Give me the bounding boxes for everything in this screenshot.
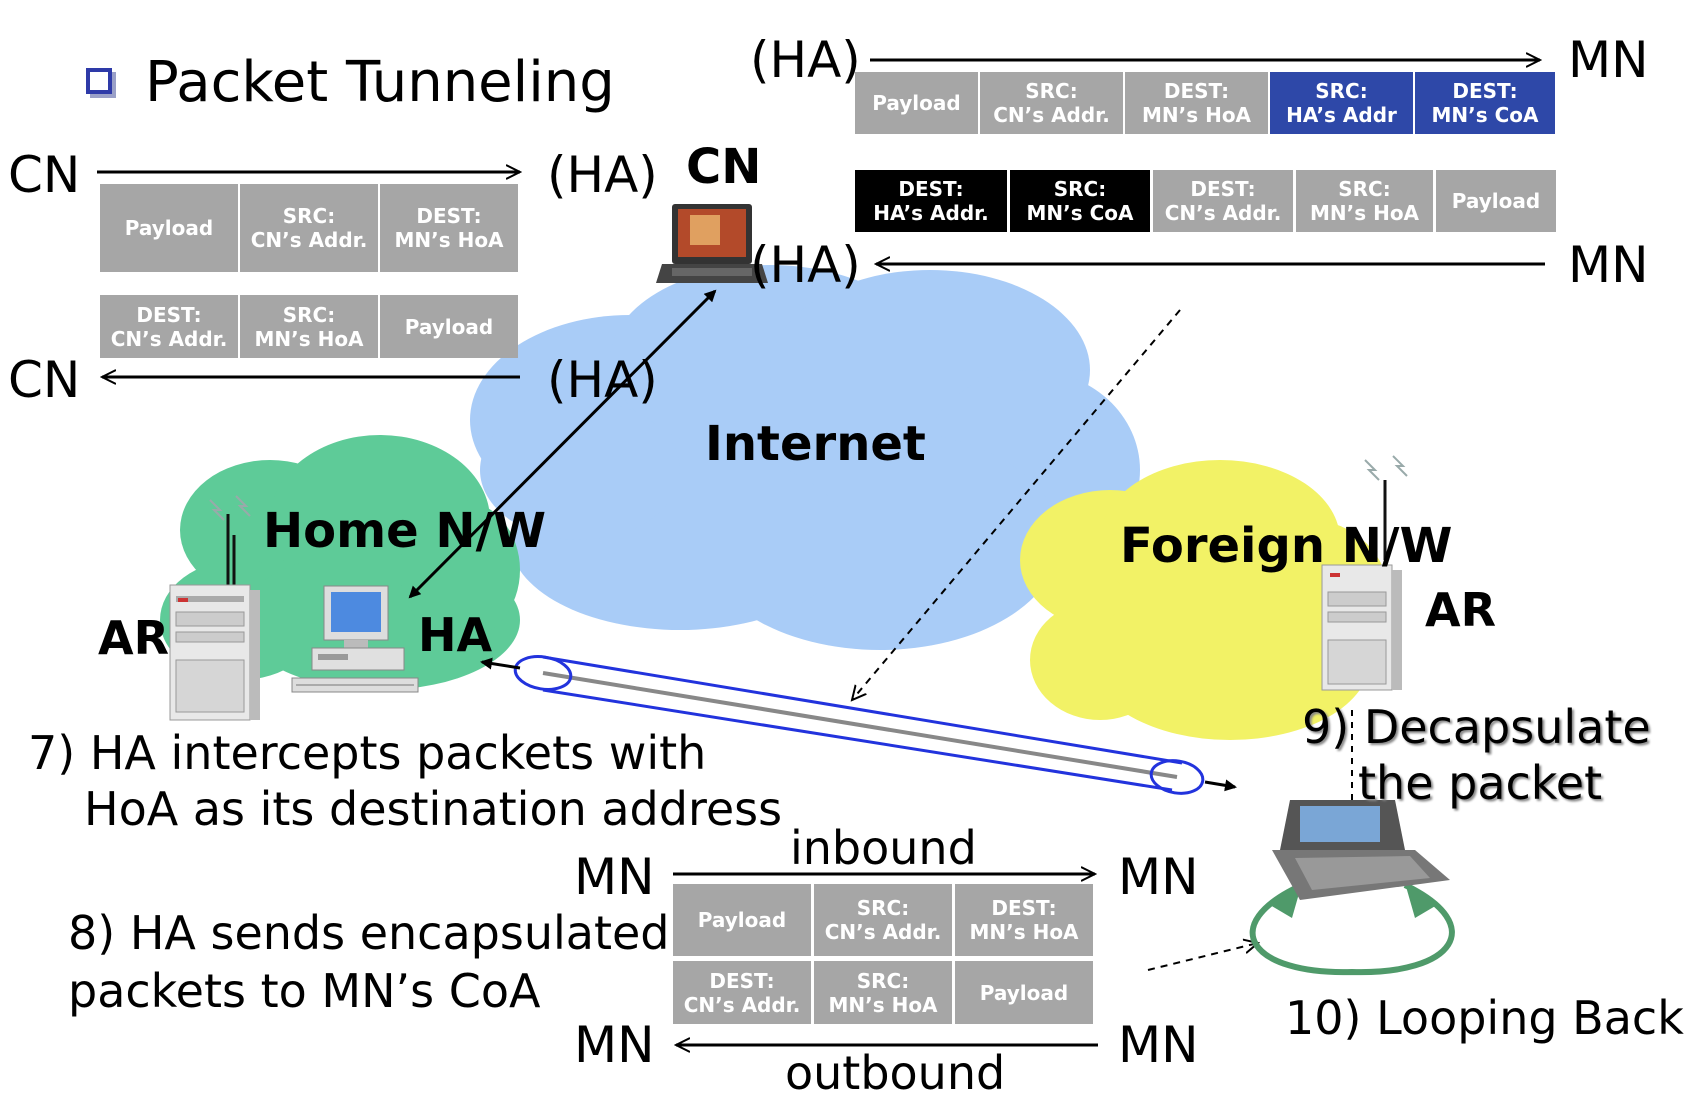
flow-ha-mn-bottom-from: MN: [1568, 236, 1649, 294]
home-ar-label: AR: [98, 611, 170, 665]
packet-cell: DEST: CN’s Addr.: [100, 295, 238, 358]
packet-cell: DEST: MN’s HoA: [955, 884, 1093, 956]
step8-line2: packets to MN’s CoA: [68, 964, 541, 1018]
loop-arrowhead-right: [1405, 883, 1437, 918]
packet-cell: Payload: [855, 72, 978, 134]
packet-cell-outer-header: SRC: MN’s CoA: [1010, 170, 1150, 232]
mn-device-icon: [1272, 800, 1450, 900]
tunnel-to-ha-arrow: [480, 657, 521, 670]
packet-cell: DEST: MN’s HoA: [1125, 72, 1268, 134]
ha-computer-icon: [291, 585, 419, 693]
inbound-label: inbound: [790, 821, 977, 875]
packet-cell-outer-header: DEST: MN’s CoA: [1415, 72, 1555, 134]
packet-cell: DEST: MN’s HoA: [380, 184, 518, 272]
dashed-pointer-loop: [1147, 943, 1258, 971]
step7-line2: HoA as its destination address: [84, 782, 783, 836]
packet-cell: Payload: [673, 884, 811, 956]
foreign-network-label: Foreign N/W: [1120, 518, 1453, 574]
packet-cell: SRC: CN’s Addr.: [240, 184, 378, 272]
packet-cell: DEST: CN’s Addr.: [1153, 170, 1293, 232]
packet-cell: Payload: [955, 961, 1093, 1024]
step7-line1: 7) HA intercepts packets with: [28, 726, 707, 780]
home-ar-icon: [169, 495, 260, 721]
flow-cn-bottom-to: CN: [8, 351, 81, 409]
loop-back-arrow: [1249, 882, 1455, 976]
packet-cell: SRC: MN’s HoA: [240, 295, 378, 358]
flow-cn-top-from: CN: [8, 146, 81, 204]
packet-cell: SRC: CN’s Addr.: [814, 884, 952, 956]
step9-line2: the packet: [1358, 756, 1603, 810]
packet-cell-outer-header: SRC: HA’s Addr: [1270, 72, 1413, 134]
outbound-label: outbound: [785, 1046, 1006, 1100]
foreign-network-cloud: [1020, 460, 1390, 740]
cn-label: CN: [686, 139, 762, 195]
page-title: Packet Tunneling: [145, 50, 615, 115]
title-bullet-icon: [86, 68, 112, 94]
flow-mn-top-to: MN: [1118, 848, 1199, 906]
foreign-ar-label: AR: [1425, 583, 1497, 637]
ha-label: HA: [418, 608, 493, 662]
step8-line1: 8) HA sends encapsulated: [68, 906, 670, 960]
dashed-pointer-encap: [852, 309, 1181, 700]
packet-cell: Payload: [1436, 170, 1556, 232]
packet-cell: Payload: [380, 295, 518, 358]
tunnel-to-mn-arrow: [1204, 779, 1237, 792]
flow-ha-mn-bottom-to: (HA): [750, 236, 861, 294]
foreign-ar-icon: [1321, 455, 1408, 691]
flow-mn-bottom-from: MN: [1118, 1016, 1199, 1074]
flow-ha-mn-top-to: MN: [1568, 31, 1649, 89]
packet-cell: SRC: CN’s Addr.: [980, 72, 1123, 134]
home-network-label: Home N/W: [263, 503, 547, 559]
flow-cn-bottom-from: (HA): [547, 351, 658, 409]
flow-cn-top-to: (HA): [547, 146, 658, 204]
packet-cell: SRC: MN’s HoA: [1296, 170, 1433, 232]
loop-arrowhead-left: [1270, 883, 1302, 918]
flow-mn-bottom-to: MN: [574, 1016, 655, 1074]
step9-line1: 9) Decapsulate: [1302, 700, 1651, 754]
internet-label: Internet: [705, 416, 926, 472]
cn-laptop-icon: [656, 204, 768, 283]
packet-cell: Payload: [100, 184, 238, 272]
flow-ha-mn-top-from: (HA): [750, 31, 861, 89]
flow-mn-top-from: MN: [574, 848, 655, 906]
packet-cell: DEST: CN’s Addr.: [673, 961, 811, 1024]
cn-ha-link: [408, 289, 717, 599]
step10-label: 10) Looping Back: [1285, 991, 1684, 1045]
tunnel: [513, 655, 1205, 795]
packet-cell-outer-header: DEST: HA’s Addr.: [855, 170, 1007, 232]
packet-cell: SRC: MN’s HoA: [814, 961, 952, 1024]
